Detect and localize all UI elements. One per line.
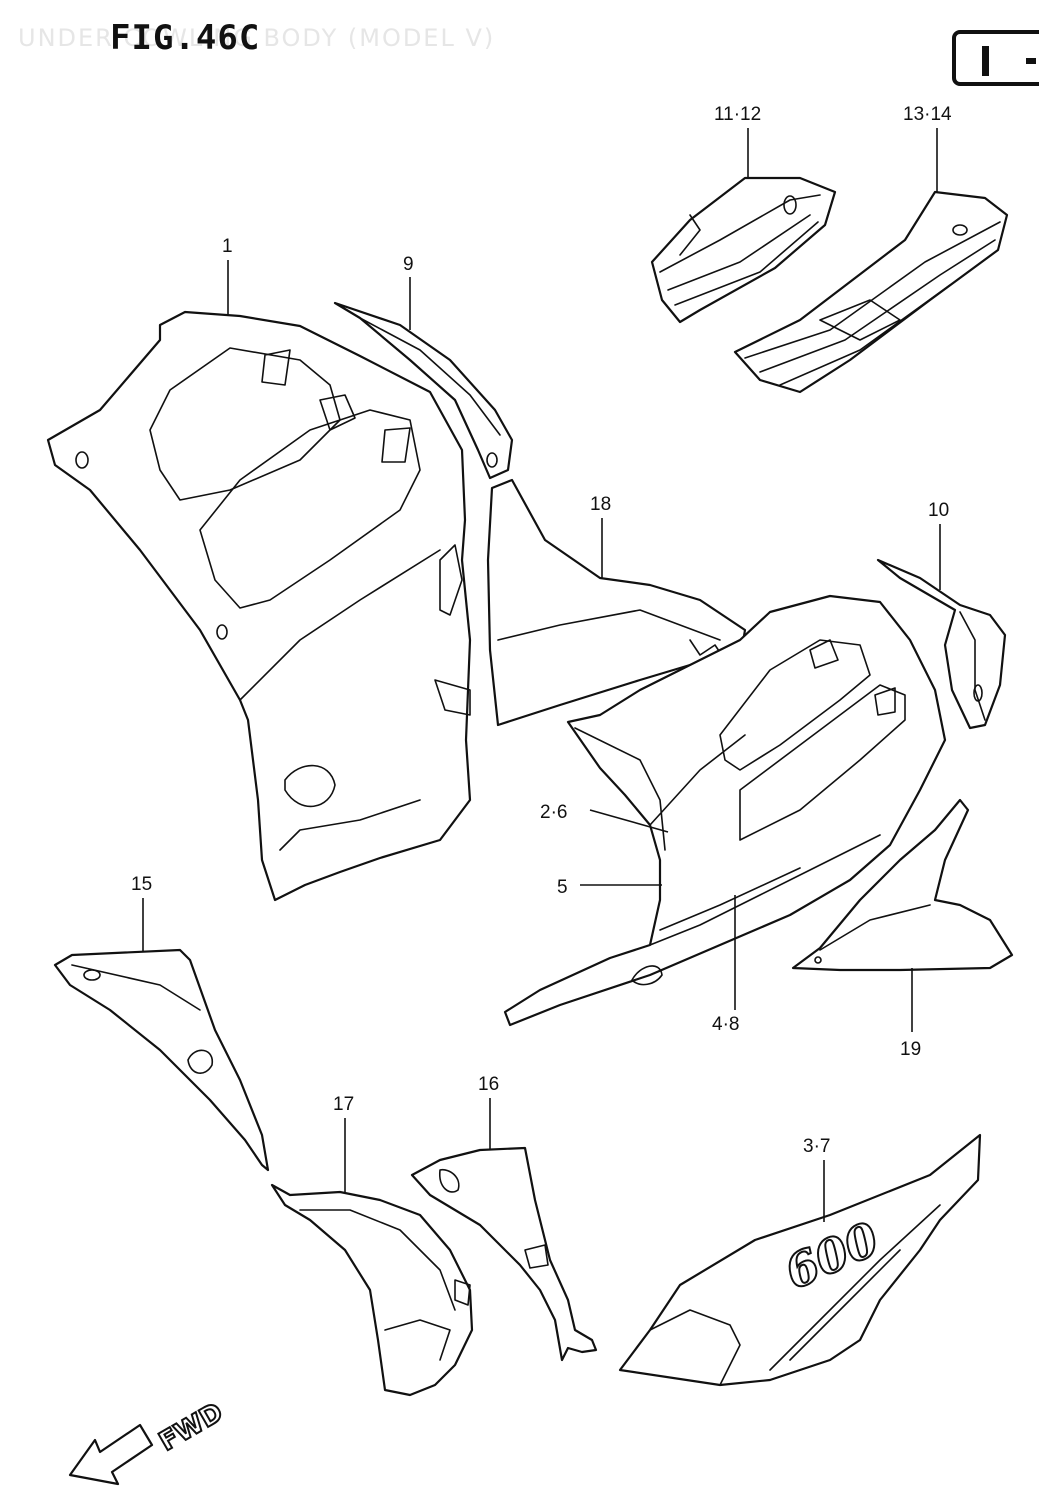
callout-4-8: 4·8 <box>712 1014 739 1035</box>
part-9-trim-strip <box>333 301 514 480</box>
callout-15: 15 <box>131 874 152 895</box>
part-11-12-panel <box>650 176 837 324</box>
callout-10: 10 <box>928 500 949 521</box>
fwd-label: FWD <box>154 1397 228 1457</box>
callout-9: 9 <box>403 254 414 275</box>
part-15-side-piece <box>53 948 270 1172</box>
callout-1: 1 <box>222 236 233 257</box>
part-13-14-panel <box>733 190 1009 394</box>
callout-17: 17 <box>333 1094 354 1115</box>
part-1-upper-cowling <box>46 310 472 902</box>
part-3-7-emblem-panel <box>618 1133 982 1387</box>
part-17-inner-fairing <box>270 1183 474 1397</box>
callout-3-7: 3·7 <box>803 1136 830 1157</box>
part-10-bracket-cover <box>876 558 1007 730</box>
leader-lines <box>142 128 941 1222</box>
ghost-section-title: UNDER COWLING BODY (MODEL V) <box>18 24 496 52</box>
section-index-tab <box>952 30 1039 86</box>
callout-5: 5 <box>557 877 568 898</box>
callout-13-14: 13·14 <box>903 104 952 125</box>
callout-18: 18 <box>590 494 611 515</box>
callout-11-12: 11·12 <box>714 104 761 125</box>
fwd-arrow-icon <box>68 1423 154 1486</box>
section-index-bar <box>982 46 989 76</box>
section-index-mark <box>1026 58 1036 64</box>
callout-2-6: 2·6 <box>540 802 567 823</box>
figure-title: FIG.46C <box>110 18 261 58</box>
part-19-lower-panel <box>791 798 1014 972</box>
callout-19: 19 <box>900 1039 921 1060</box>
callout-16: 16 <box>478 1074 499 1095</box>
part-16-inner-panel <box>410 1146 598 1362</box>
part-2-6-lower-cowling <box>503 594 947 1027</box>
